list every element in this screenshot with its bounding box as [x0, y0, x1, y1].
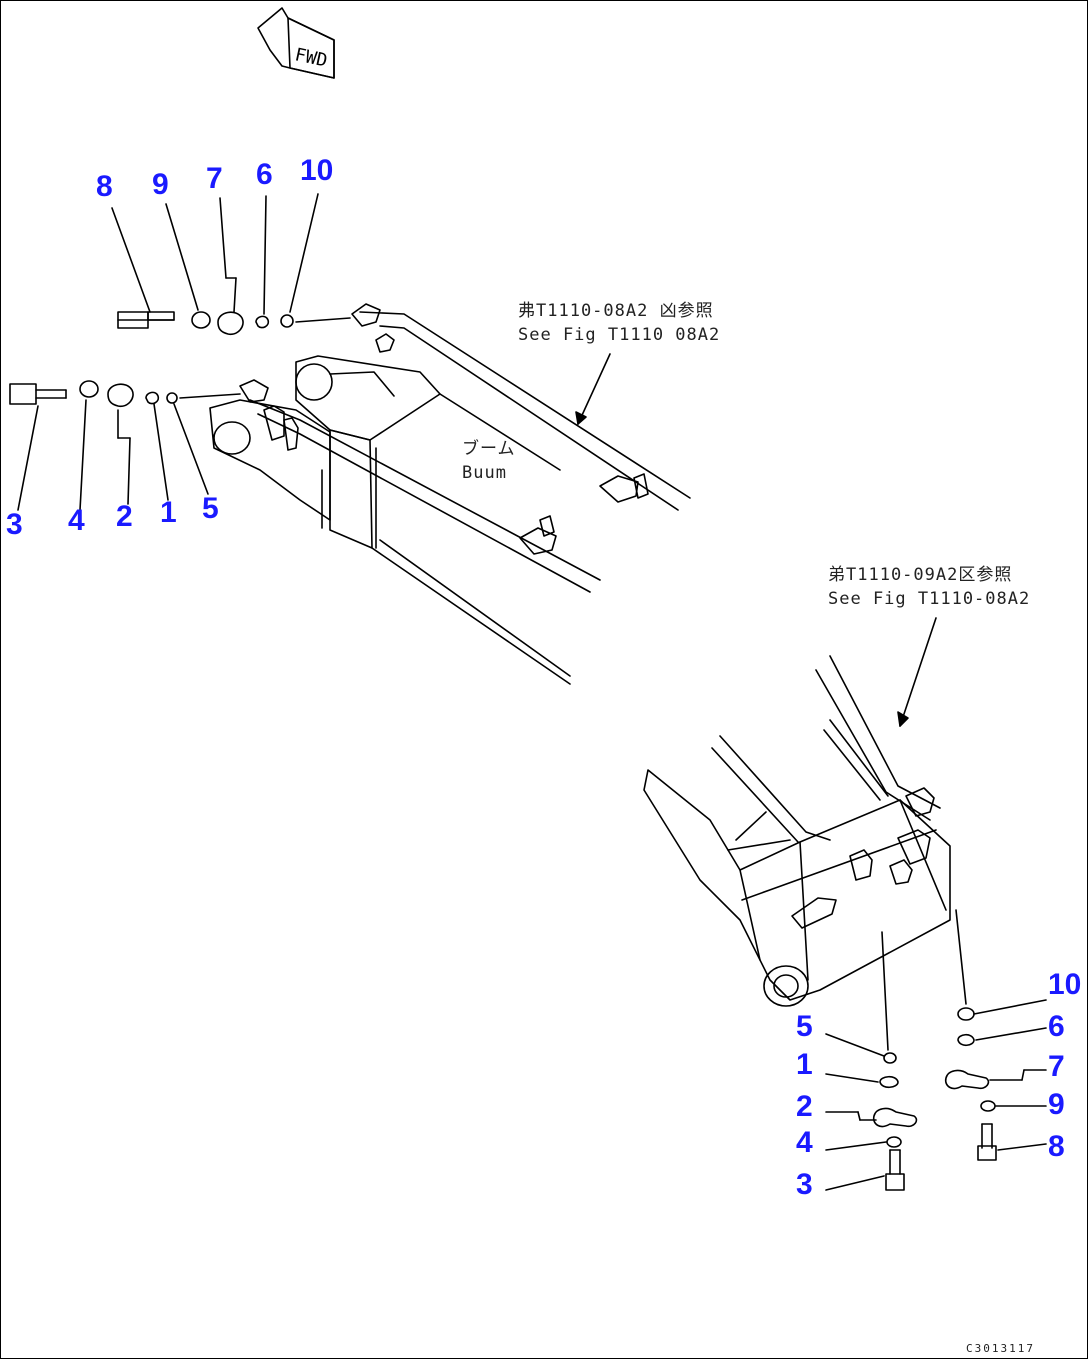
- callout-bottom-3: 3: [796, 1168, 813, 1201]
- callout-bottom-6: 6: [1048, 1010, 1065, 1043]
- callout-top-5: 5: [202, 492, 219, 525]
- fwd-label: FWD: [293, 44, 329, 71]
- boom-top: [209, 303, 691, 685]
- callout-bottom-4: 4: [796, 1126, 813, 1159]
- callout-bottom-10: 10: [1048, 968, 1082, 1001]
- parts-top-lower: [9, 380, 241, 408]
- leaders-bottom: [825, 617, 1047, 1191]
- callout-bottom-7: 7: [1048, 1050, 1065, 1083]
- top-reference-jp: 弗T1110-08A2 凶参照: [518, 301, 714, 321]
- callout-bottom-1: 1: [796, 1048, 813, 1081]
- callout-top-6: 6: [256, 158, 273, 191]
- parts-bottom-left: [872, 931, 918, 1191]
- callout-top-1: 1: [160, 496, 177, 529]
- callout-bottom-9: 9: [1048, 1088, 1065, 1121]
- callout-bottom-2: 2: [796, 1090, 813, 1123]
- callout-top-3: 3: [6, 508, 23, 541]
- fwd-arrow: FWD: [257, 7, 335, 79]
- parts-top-upper: [117, 311, 351, 336]
- top-reference-en: See Fig T1110 08A2: [518, 325, 721, 345]
- callout-top-7: 7: [206, 162, 223, 195]
- boom-bottom: [643, 655, 951, 1007]
- leaders-top: [17, 193, 611, 511]
- callout-top-10: 10: [300, 154, 334, 187]
- callout-top-8: 8: [96, 170, 113, 203]
- parts-bottom-right: [944, 909, 997, 1161]
- callout-top-2: 2: [116, 500, 133, 533]
- callout-top-9: 9: [152, 168, 169, 201]
- bottom-reference-en: See Fig T1110-08A2: [828, 589, 1031, 609]
- boom-label-jp: ブーム: [462, 439, 516, 459]
- drawing-code: C3013117: [966, 1342, 1035, 1355]
- bottom-reference-jp: 弟T1110-09A2区参照: [828, 565, 1013, 585]
- callout-top-4: 4: [68, 504, 85, 537]
- callout-bottom-8: 8: [1048, 1130, 1065, 1163]
- boom-label-en: Buum: [462, 463, 507, 483]
- callout-bottom-5: 5: [796, 1010, 813, 1043]
